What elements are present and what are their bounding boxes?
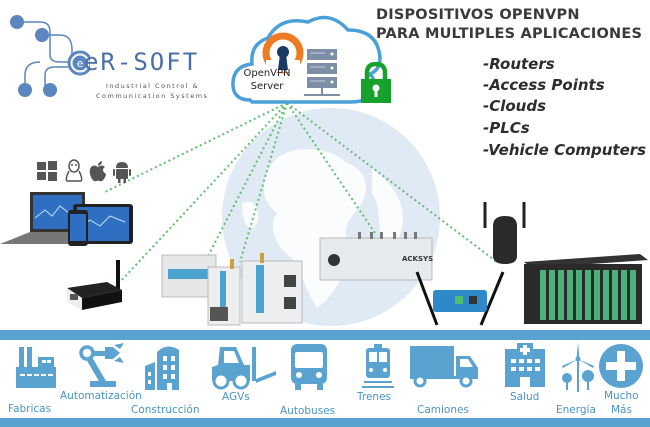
truck-icon: [410, 346, 478, 388]
feature-item: -Clouds: [483, 97, 547, 115]
feature-item: -PLCs: [483, 119, 530, 137]
cloud-icon: [231, 15, 382, 104]
cloud-label-line1: OpenVPN: [243, 68, 291, 79]
link-line: [119, 102, 288, 283]
logo-network-icon: e: [10, 15, 90, 97]
logo-brand-text: eR-SOFT: [84, 48, 200, 76]
category-label-automatizacion: Automatización: [60, 390, 142, 402]
headline-line1: DISPOSITIVOS OPENVPN: [376, 7, 580, 23]
category-label-mas: Más: [611, 404, 632, 416]
category-band-top: [0, 330, 650, 340]
building-icon: [145, 346, 179, 390]
apple-icon: [89, 161, 106, 182]
device-brand-label: ACKSYS: [402, 255, 433, 263]
train-icon: [362, 344, 394, 388]
category-label-construccion: Construcción: [131, 404, 200, 416]
category-label-agvs: AGVs: [222, 391, 250, 403]
blue-access-point-image: [415, 271, 505, 326]
cloud-label-line2: Server: [250, 81, 284, 92]
windows-icon: [37, 161, 57, 181]
category-band-bottom: [0, 418, 650, 427]
plc-rack-image: [524, 254, 648, 324]
cellular-router-image: [67, 260, 122, 310]
linux-icon: [65, 159, 83, 182]
link-line: [206, 102, 288, 259]
laptop-tablet-phone-image: [0, 192, 133, 246]
link-line: [239, 102, 288, 263]
bus-icon: [291, 344, 327, 390]
svg-text:e: e: [77, 57, 84, 70]
logo-tagline-line2: Communication Systems: [96, 92, 209, 100]
feature-item: -Vehicle Computers: [483, 141, 647, 159]
wind-turbine-icon: [562, 342, 594, 392]
feature-item: -Routers: [483, 55, 555, 73]
padlock-icon: [361, 62, 391, 103]
category-label-salud: Salud: [510, 391, 540, 403]
acksys-router-image: ACKSYS: [319, 232, 433, 281]
category-label-energia: Energía: [556, 404, 596, 416]
category-label-autobuses: Autobuses: [280, 405, 336, 417]
forklift-icon: [212, 347, 276, 390]
hospital-icon: [505, 343, 545, 387]
link-line: [286, 102, 376, 234]
link-line: [286, 102, 498, 263]
category-label-mucho: Mucho: [604, 390, 639, 402]
category-label-camiones: Camiones: [417, 404, 469, 416]
feature-item: -Access Points: [483, 76, 605, 94]
server-rack-icon: [304, 49, 340, 96]
headline-line2: PARA MULTIPLES APLICACIONES: [376, 26, 643, 42]
logo-tagline-line1: Industrial Control &: [106, 82, 200, 90]
category-label-trenes: Trenes: [357, 391, 392, 403]
antenna-gateway-image: [483, 202, 526, 264]
android-icon: [113, 162, 131, 183]
link-line: [104, 102, 288, 193]
factory-icon: [16, 347, 56, 388]
plus-circle-icon: [599, 344, 643, 388]
din-rail-devices-image: [161, 253, 303, 326]
category-label-fabricas: Fabricas: [8, 403, 52, 415]
robot-arm-icon: [79, 343, 124, 387]
